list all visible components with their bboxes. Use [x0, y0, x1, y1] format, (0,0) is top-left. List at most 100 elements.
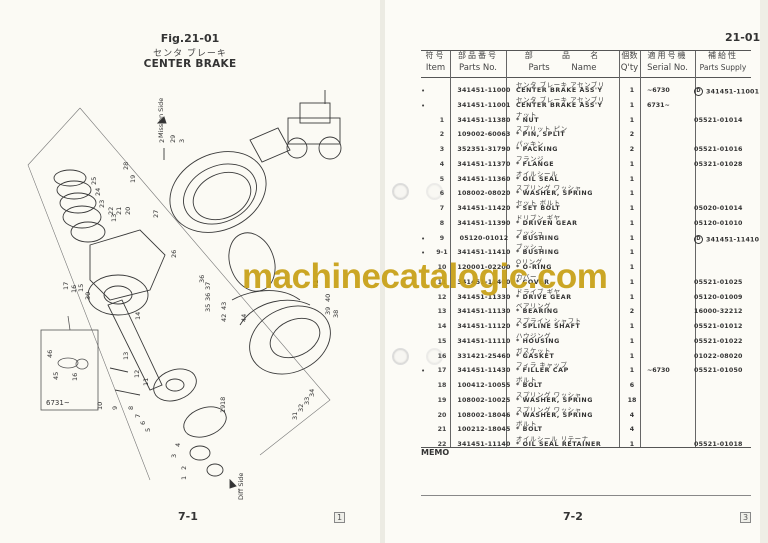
part-name-jp: オイルシール: [516, 169, 558, 178]
svg-text:16: 16: [70, 285, 78, 293]
svg-text:32: 32: [297, 404, 305, 412]
part-name-jp: センタ ブレーキ アセンブリ: [516, 95, 605, 104]
part-name-jp: ブッシュ: [516, 243, 544, 252]
part-number: 341451-11430: [457, 367, 511, 375]
svg-text:8: 8: [127, 406, 135, 410]
section-box-left: 1: [334, 512, 345, 523]
item-number: 2: [439, 131, 445, 139]
quantity: 1: [629, 249, 635, 257]
svg-text:45: 45: [52, 372, 60, 380]
part-name-jp: スプリング ワッシャ: [516, 390, 582, 399]
quantity: 1: [629, 278, 635, 286]
part-number: 341451-11001: [457, 101, 511, 109]
item-number: 13: [437, 308, 447, 316]
quantity: 1: [629, 160, 635, 168]
svg-text:37: 37: [204, 282, 212, 290]
svg-text:33: 33: [303, 397, 311, 405]
part-number: 341451-11370: [457, 160, 511, 168]
diff-side-label: Diff Side: [237, 473, 245, 500]
svg-text:3: 3: [170, 454, 178, 458]
part-name: * OIL SEAL RETAINER: [516, 441, 602, 448]
svg-text:17: 17: [62, 282, 70, 290]
page-edge: [760, 0, 768, 543]
svg-text:6: 6: [139, 421, 147, 425]
svg-text:2: 2: [158, 139, 166, 143]
parts-supply: 05521-01012: [694, 323, 743, 330]
quantity: 6: [629, 382, 635, 389]
binder-hole: [426, 348, 443, 365]
quantity: 2: [629, 131, 635, 139]
svg-text:31: 31: [291, 412, 299, 420]
item-number: 9: [439, 234, 445, 242]
part-name-jp: ハウジング: [516, 331, 551, 340]
item-number: 6: [439, 190, 445, 198]
page-number-right: 7-2: [563, 510, 583, 523]
part-name-jp: オイルシール リテーナ: [516, 435, 589, 443]
parts-supply: 05321-01028: [694, 160, 743, 168]
svg-text:20: 20: [124, 207, 132, 215]
part-name: * DRIVEN GEAR: [516, 219, 578, 227]
part-name: * FLANGE: [516, 160, 555, 168]
wheel-loader-illustration: [249, 90, 342, 163]
memo-label: MEMO: [421, 448, 450, 457]
change-mark: •: [421, 101, 426, 110]
part-number: 352351-31790: [457, 146, 511, 153]
svg-text:43: 43: [220, 302, 228, 310]
svg-text:13: 13: [110, 214, 118, 222]
col-divider: [619, 51, 620, 447]
parts-supply: 05521-01025: [694, 278, 743, 286]
svg-text:34: 34: [308, 389, 316, 397]
item-number: 16: [437, 352, 447, 360]
quantity: 1: [629, 367, 635, 375]
col-divider: [506, 51, 507, 447]
quantity: 4: [629, 426, 635, 434]
svg-text:12: 12: [133, 370, 141, 378]
part-number: 108002-08020: [457, 190, 511, 198]
part-name: * DRIVE GEAR: [516, 293, 572, 301]
item-number: 20: [437, 411, 447, 419]
svg-text:21: 21: [115, 207, 123, 215]
item-number: 7: [439, 205, 445, 212]
item-number: 3: [439, 146, 445, 153]
svg-text:13: 13: [122, 352, 130, 360]
parts-supply: 01022-08020: [694, 352, 743, 360]
parts-supply: 05020-01014: [694, 205, 743, 212]
item-number: 14: [437, 323, 447, 330]
table-header-rule: [421, 77, 751, 78]
table-top-rule: [421, 50, 751, 51]
svg-text:26: 26: [170, 250, 178, 258]
quantity: 2: [629, 308, 635, 316]
svg-text:36: 36: [198, 275, 206, 283]
part-number: 331421-25460: [457, 352, 511, 360]
quantity: 2: [629, 146, 635, 153]
part-number: 341451-11410: [457, 249, 511, 257]
parts-supply: 05521-01022: [694, 337, 743, 345]
quantity: 1: [629, 87, 635, 94]
quantity: 1: [629, 293, 635, 301]
part-name-jp: セット ボルト: [516, 199, 561, 207]
quantity: 1: [629, 337, 635, 345]
svg-text:24: 24: [94, 188, 102, 196]
col-divider: [450, 51, 451, 447]
item-number: 11: [437, 278, 447, 286]
table-bottom-rule: [421, 447, 751, 448]
part-number: 108002-10025: [457, 396, 511, 404]
part-number: 341451-11420: [457, 205, 511, 212]
quantity: 4: [629, 411, 635, 419]
quantity: 1: [629, 219, 635, 227]
svg-text:23: 23: [98, 200, 106, 208]
svg-text:16: 16: [71, 373, 79, 381]
part-name: * SET BOLT: [516, 205, 561, 212]
figure-title: CENTER BRAKE: [143, 58, 237, 70]
supersede-d-icon: D: [694, 234, 703, 244]
